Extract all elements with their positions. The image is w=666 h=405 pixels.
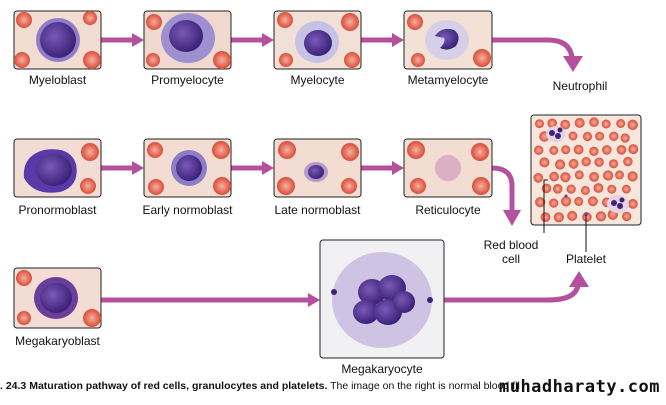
film-red-cell bbox=[627, 171, 638, 182]
film-red-cell bbox=[574, 170, 584, 180]
film-red-cell bbox=[534, 145, 544, 155]
film-red-cell bbox=[552, 184, 563, 194]
film-red-cell bbox=[549, 198, 559, 208]
label-promyelocyte: Promyelocyte bbox=[151, 73, 224, 87]
label-myelocyte: Myelocyte bbox=[290, 73, 345, 87]
metamyelocyte-image bbox=[403, 10, 493, 70]
label-megakaryoblast: Megakaryoblast bbox=[15, 334, 100, 348]
film-red-cell bbox=[568, 131, 578, 141]
film-red-cell bbox=[620, 133, 630, 143]
label-red-blood-cell: Red blood cell bbox=[483, 238, 539, 266]
film-red-cell bbox=[609, 131, 619, 141]
film-red-cell bbox=[589, 117, 599, 127]
film-red-cell bbox=[561, 145, 571, 155]
film-red-cell bbox=[589, 146, 599, 156]
megakaryocyte-image bbox=[319, 239, 445, 359]
film-red-cell bbox=[568, 158, 579, 169]
film-red-cell bbox=[535, 119, 544, 129]
caption-text: The image on the right is normal blood f… bbox=[330, 380, 520, 392]
film-red-cell bbox=[616, 145, 627, 155]
label-early-normoblast: Early normoblast bbox=[142, 203, 233, 217]
megakaryoblast-image bbox=[13, 267, 102, 329]
film-red-cell bbox=[574, 196, 584, 206]
film-red-cell bbox=[601, 119, 611, 129]
caption-prefix: . 24.3 bbox=[0, 380, 27, 392]
film-red-cell bbox=[628, 199, 638, 209]
watermark: muhadharaty.com bbox=[498, 377, 660, 397]
label-pronormoblast: Pronormoblast bbox=[18, 203, 97, 217]
film-red-cell bbox=[622, 184, 631, 194]
pronormoblast-image bbox=[13, 138, 102, 198]
film-red-cell bbox=[595, 131, 605, 141]
film-red-cell bbox=[541, 183, 552, 194]
film-red-cell bbox=[574, 117, 585, 128]
film-red-cell bbox=[560, 172, 571, 183]
film-red-cell bbox=[581, 157, 591, 167]
film-red-cell bbox=[623, 156, 633, 167]
film-red-cell bbox=[628, 144, 639, 155]
blood-film-image bbox=[530, 114, 642, 226]
film-red-cell bbox=[540, 212, 551, 223]
film-red-cell bbox=[627, 119, 638, 130]
label-metamyelocyte: Metamyelocyte bbox=[407, 73, 489, 87]
film-red-cell bbox=[539, 157, 550, 168]
film-red-cell bbox=[567, 210, 578, 221]
film-red-cell bbox=[555, 159, 566, 170]
film-red-cell bbox=[553, 212, 565, 223]
film-red-cell bbox=[561, 196, 572, 207]
film-red-cell bbox=[609, 159, 619, 169]
myeloblast-image bbox=[13, 10, 102, 70]
caption-title: Maturation pathway of red cells, granulo… bbox=[29, 380, 328, 392]
film-red-cell bbox=[566, 184, 576, 194]
pathway-arrows bbox=[101, 33, 589, 307]
late-normoblast-image bbox=[273, 138, 362, 198]
film-red-cell bbox=[622, 211, 632, 222]
film-red-cell bbox=[588, 196, 598, 207]
leader-lines bbox=[543, 179, 587, 252]
label-late-normoblast: Late normoblast bbox=[274, 203, 361, 217]
label-myeloblast: Myeloblast bbox=[28, 73, 87, 87]
film-red-cell bbox=[616, 119, 626, 128]
film-red-cell bbox=[615, 170, 624, 180]
film-red-cell bbox=[607, 184, 617, 194]
film-red-cell bbox=[603, 170, 614, 181]
film-red-cell bbox=[560, 119, 571, 130]
film-red-cell bbox=[602, 145, 612, 155]
label-megakaryocyte: Megakaryocyte bbox=[341, 362, 423, 376]
film-red-cell bbox=[593, 183, 604, 193]
early-normoblast-image bbox=[143, 138, 232, 198]
film-red-cell bbox=[580, 185, 590, 195]
film-red-cell bbox=[533, 173, 544, 183]
film-red-cell bbox=[582, 131, 593, 142]
label-neutrophil: Neutrophil bbox=[552, 79, 608, 93]
promyelocyte-image bbox=[143, 10, 232, 70]
film-red-cell bbox=[589, 172, 599, 182]
myelocyte-image bbox=[273, 10, 362, 70]
label-reticulocyte: Reticulocyte bbox=[415, 203, 481, 217]
reticulocyte-image bbox=[403, 138, 493, 198]
figure-caption: . 24.3 Maturation pathway of red cells, … bbox=[0, 379, 520, 393]
film-red-cell bbox=[535, 197, 546, 208]
label-platelet: Platelet bbox=[565, 252, 607, 266]
film-red-cell bbox=[573, 144, 584, 155]
film-red-cell bbox=[594, 157, 604, 167]
film-red-cell bbox=[547, 118, 557, 129]
film-red-cell bbox=[549, 145, 559, 155]
film-red-cell bbox=[549, 171, 559, 182]
film-red-cell bbox=[595, 211, 607, 222]
